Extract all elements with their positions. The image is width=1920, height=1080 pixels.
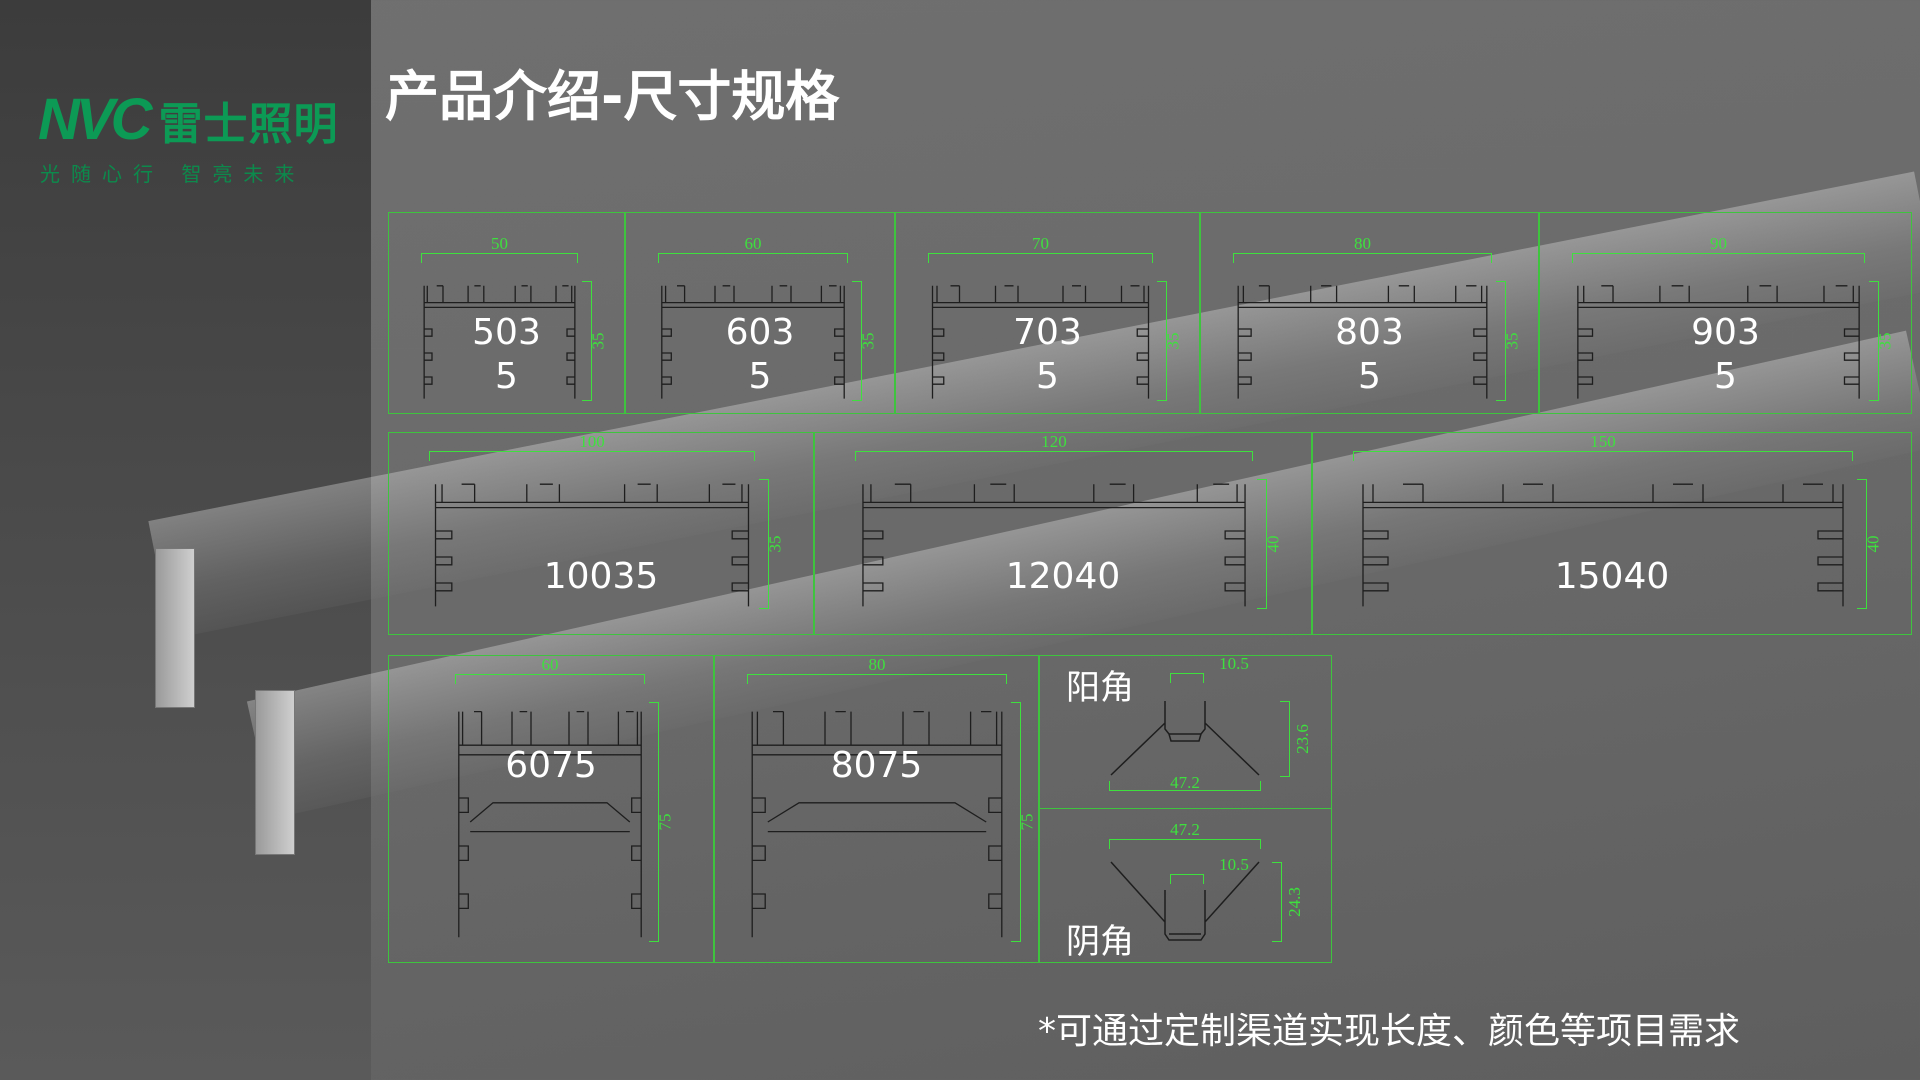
- model-number: 8075: [830, 745, 923, 786]
- dim-width: 80: [1233, 234, 1492, 263]
- profile-drawing: [429, 479, 755, 609]
- model-number: 12040: [1005, 556, 1121, 597]
- dim-height: 75: [649, 702, 675, 942]
- dim-width: 60: [658, 234, 848, 263]
- model-number: 15040: [1554, 556, 1670, 597]
- profile-drawing: [658, 281, 848, 401]
- dim-inner-width: 10.5: [1170, 654, 1249, 683]
- footnote: *可通过定制渠道实现长度、颜色等项目需求: [1038, 1011, 1741, 1052]
- corner-outer-cell: 阳角 10.5 23.6 47.2: [1039, 654, 1332, 809]
- dim-height: 40: [1857, 479, 1883, 609]
- dim-width: 47.2: [1109, 820, 1261, 849]
- logo-brand: 雷士照明: [158, 98, 339, 150]
- dim-height: 35: [1157, 281, 1183, 401]
- dim-width: 70: [928, 234, 1153, 263]
- model-number: 10035: [543, 556, 659, 597]
- dim-width: 90: [1572, 234, 1865, 263]
- profile-drawing: [421, 281, 578, 401]
- corner-outer-label: 阳角: [1066, 668, 1134, 708]
- profile-drawing: [855, 479, 1253, 609]
- dim-height: 23.6: [1280, 701, 1312, 777]
- dim-height: 35: [852, 281, 878, 401]
- profile-cell-6075: 60 75 6075: [388, 655, 714, 963]
- dim-width: 120: [855, 432, 1253, 461]
- logo-tagline: 光随心行 智亮未来: [40, 162, 306, 186]
- profile-cell-12040: 120 40 12040: [814, 432, 1312, 635]
- profile-drawing: [928, 281, 1153, 401]
- dim-height: 24.3: [1272, 862, 1304, 942]
- dim-width: 60: [455, 655, 645, 684]
- nvc-logo: NVC 雷士照明: [38, 86, 338, 153]
- dim-width: 50: [421, 234, 578, 263]
- corner-inner-profile: [1109, 861, 1261, 942]
- profile-cell-15040: 150 40 15040: [1312, 432, 1912, 635]
- dim-height: 35: [582, 281, 608, 401]
- dim-height: 35: [1869, 281, 1895, 401]
- profile-drawing: [1572, 281, 1865, 401]
- dim-width: 47.2: [1109, 773, 1261, 792]
- page-title: 产品介绍-尺寸规格: [385, 65, 840, 128]
- dim-width: 80: [747, 655, 1007, 684]
- profile-cell-8075: 80 75 8075: [714, 655, 1039, 963]
- profile-drawing: [747, 702, 1007, 942]
- left-panel: [0, 0, 371, 1080]
- profile-cell-10035: 100 35 10035: [388, 432, 814, 635]
- corner-inner-label: 阴角: [1066, 922, 1134, 962]
- profile-drawing: [1353, 479, 1853, 609]
- dim-width: 100: [429, 432, 755, 461]
- profile-drawing: [455, 702, 645, 942]
- corner-outer-profile: [1109, 701, 1261, 777]
- model-number: 6075: [505, 745, 597, 786]
- dim-height: 35: [1496, 281, 1522, 401]
- product-beam-end: [155, 548, 195, 708]
- corner-inner-cell: 47.2 10.5 24.3 阴角: [1039, 808, 1332, 963]
- dim-height: 75: [1011, 702, 1037, 942]
- logo-mark: NVC: [38, 87, 152, 152]
- profile-drawing: [1233, 281, 1492, 401]
- dim-width: 150: [1353, 432, 1853, 461]
- product-beam-end: [255, 690, 295, 855]
- dim-inner-width: 10.5: [1170, 855, 1249, 884]
- dim-height: 35: [759, 479, 785, 609]
- dim-height: 40: [1257, 479, 1283, 609]
